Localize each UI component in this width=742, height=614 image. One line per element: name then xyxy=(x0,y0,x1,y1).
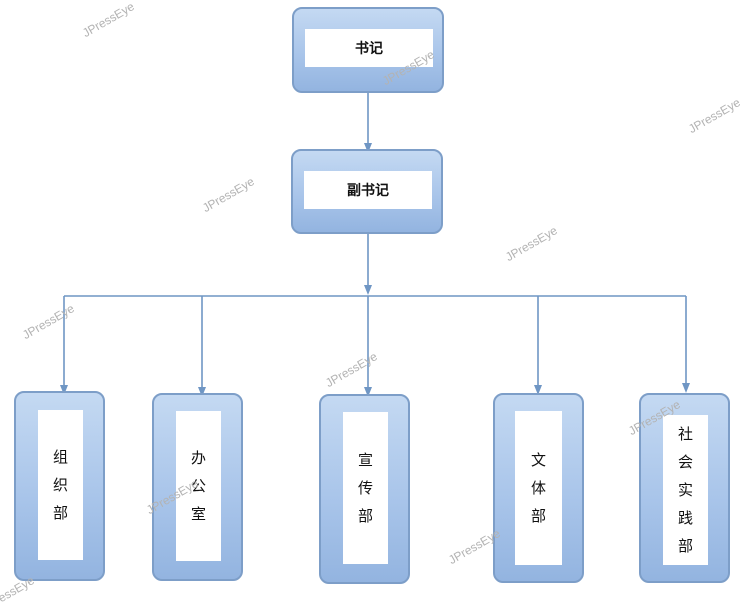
department-label-char: 部 xyxy=(530,507,546,525)
secretary-node: 书记 xyxy=(292,7,444,93)
department-label-char: 实 xyxy=(677,481,693,499)
secretary-label: 书记 xyxy=(305,29,433,67)
department-label-char: 公 xyxy=(190,477,206,495)
department-label-char: 体 xyxy=(530,479,546,497)
department-label-char: 文 xyxy=(530,451,546,469)
department-label-char: 部 xyxy=(677,537,693,555)
department-label-char: 室 xyxy=(190,505,206,523)
department-node-organization: 组织部 xyxy=(14,391,105,581)
deputy-secretary-node: 副书记 xyxy=(291,149,443,234)
department-node-social-practice: 社会实践部 xyxy=(639,393,730,583)
department-node-culture-sports: 文体部 xyxy=(493,393,584,583)
department-label-char: 践 xyxy=(677,509,693,527)
department-label-char: 会 xyxy=(677,453,693,471)
department-label-publicity: 宣传部 xyxy=(343,412,388,564)
department-label-char: 部 xyxy=(52,504,68,522)
department-node-publicity: 宣传部 xyxy=(319,394,410,584)
department-label-char: 办 xyxy=(190,449,206,467)
department-label-char: 织 xyxy=(52,476,68,494)
deputy-secretary-label: 副书记 xyxy=(304,171,432,209)
department-node-office: 办公室 xyxy=(152,393,243,581)
department-label-char: 宣 xyxy=(357,451,373,469)
department-label-office: 办公室 xyxy=(176,411,221,561)
department-label-char: 传 xyxy=(357,479,373,497)
department-label-char: 部 xyxy=(357,507,373,525)
department-label-char: 社 xyxy=(677,425,693,443)
department-label-organization: 组织部 xyxy=(38,410,83,560)
department-label-culture-sports: 文体部 xyxy=(515,411,562,565)
department-label-social-practice: 社会实践部 xyxy=(663,415,708,565)
department-label-char: 组 xyxy=(52,448,68,466)
